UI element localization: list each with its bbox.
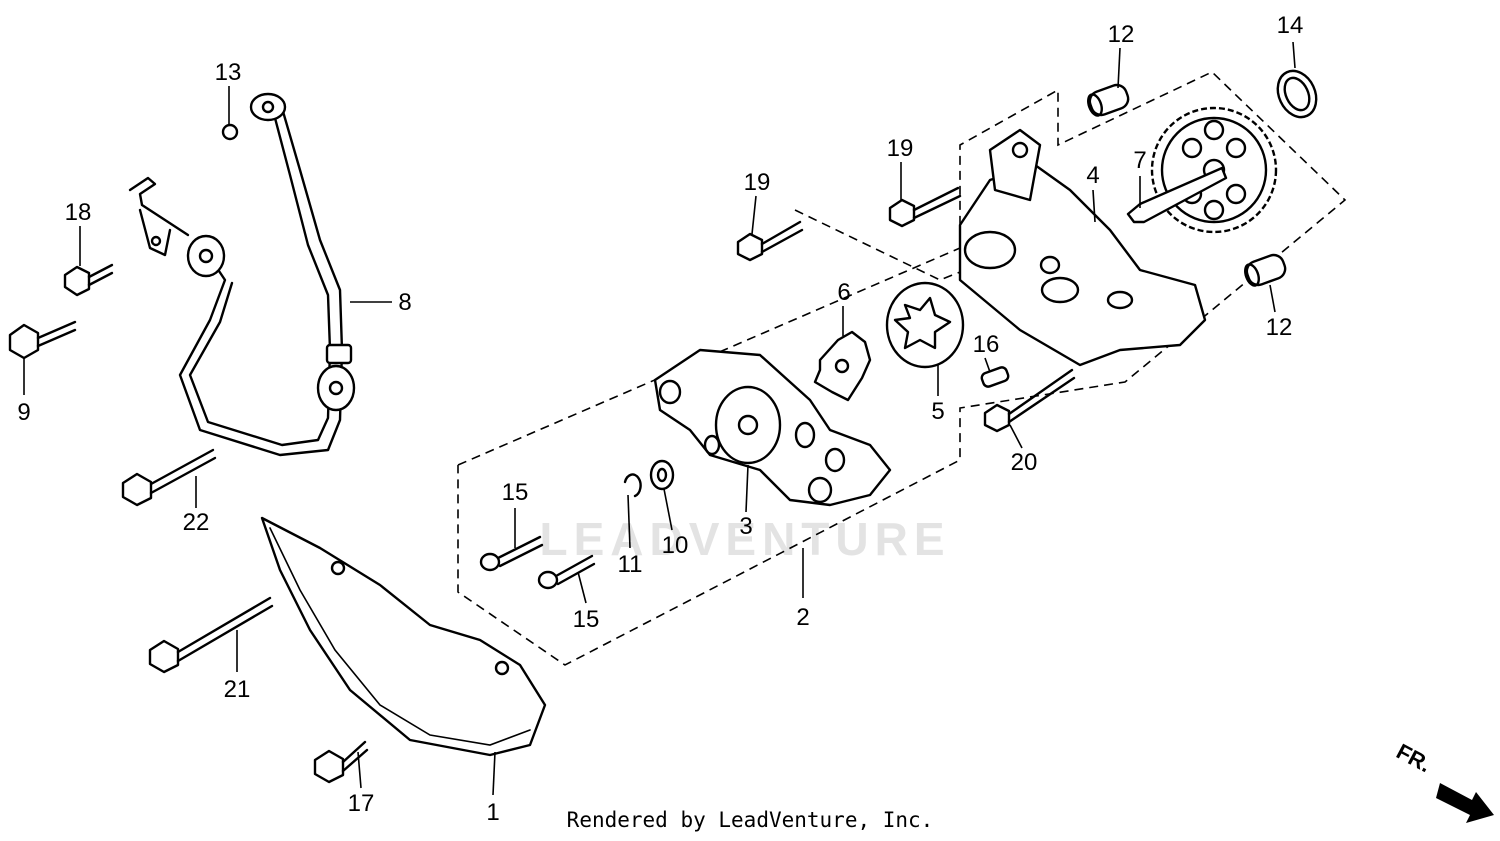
fr-label: FR. xyxy=(1392,739,1435,778)
leader-19a xyxy=(751,195,757,235)
callout-1: 1 xyxy=(486,799,499,826)
callout-14: 14 xyxy=(1277,12,1304,39)
oil-pipe xyxy=(128,92,356,457)
leader-16 xyxy=(984,357,991,373)
leader-20 xyxy=(1009,424,1023,449)
pump-cover xyxy=(653,348,892,507)
callout-13: 13 xyxy=(215,59,242,86)
clip-11 xyxy=(623,473,642,498)
leader-14 xyxy=(1292,41,1296,69)
callout-11: 11 xyxy=(618,551,643,578)
callout-9: 9 xyxy=(17,399,30,426)
leader-12a xyxy=(1117,47,1121,89)
callout-15-lower: 15 xyxy=(573,606,600,633)
cover-plate xyxy=(260,516,547,757)
leader-11 xyxy=(627,494,631,549)
footer-credit: Rendered by LeadVenture, Inc. xyxy=(566,808,934,832)
bolt-9 xyxy=(8,320,77,360)
fr-arrow-icon xyxy=(1436,783,1494,823)
outer-rotor xyxy=(885,281,965,369)
callout-7: 7 xyxy=(1133,147,1146,174)
leader-12b xyxy=(1269,284,1276,313)
pump-body xyxy=(958,128,1207,367)
bolt-19-left xyxy=(736,220,804,262)
callout-22: 22 xyxy=(183,509,210,536)
callout-10: 10 xyxy=(662,532,689,559)
callout-3: 3 xyxy=(739,513,752,540)
pump-assembly-outline xyxy=(457,71,1347,666)
pin-16 xyxy=(980,366,1010,388)
bolt-21 xyxy=(148,596,274,674)
inner-rotor-hole xyxy=(834,358,850,374)
leader-1 xyxy=(492,751,496,796)
callout-5: 5 xyxy=(931,398,944,425)
o-ring-14 xyxy=(1276,69,1318,119)
watermark: LEADVENTURE xyxy=(539,513,950,565)
washer-13 xyxy=(221,123,239,141)
callout-19-left: 19 xyxy=(744,169,771,196)
leader-17 xyxy=(357,751,362,789)
callout-12-top: 12 xyxy=(1108,21,1135,48)
callout-2: 2 xyxy=(796,604,809,631)
bolt-20 xyxy=(983,368,1076,433)
bolt-15-lower xyxy=(537,554,596,590)
callout-17: 17 xyxy=(348,790,375,817)
callout-16: 16 xyxy=(973,331,1000,358)
leader-3 xyxy=(745,464,749,513)
callout-20: 20 xyxy=(1011,449,1038,476)
leader-10 xyxy=(663,488,673,531)
bolt-22 xyxy=(121,448,217,507)
bolt-19-right xyxy=(888,186,962,228)
callout-18: 18 xyxy=(65,199,92,226)
callout-15-upper: 15 xyxy=(502,479,529,506)
bolt-group-outline xyxy=(794,209,966,281)
bolt-18 xyxy=(63,263,114,297)
leader-4 xyxy=(1092,189,1096,223)
bolt-17 xyxy=(313,740,369,784)
callout-19-right: 19 xyxy=(887,135,914,162)
callout-21: 21 xyxy=(224,676,251,703)
pump-gear xyxy=(1150,106,1278,234)
callout-6: 6 xyxy=(837,279,850,306)
leader-15b xyxy=(577,571,587,604)
bolt-15-upper xyxy=(479,535,544,572)
inner-rotor xyxy=(813,330,872,402)
callout-4: 4 xyxy=(1086,162,1099,189)
callout-12-right: 12 xyxy=(1266,314,1293,341)
callout-8: 8 xyxy=(398,289,411,316)
dowel-12-top xyxy=(1087,83,1130,117)
washer-10 xyxy=(649,459,675,491)
dowel-12-right xyxy=(1244,253,1287,287)
